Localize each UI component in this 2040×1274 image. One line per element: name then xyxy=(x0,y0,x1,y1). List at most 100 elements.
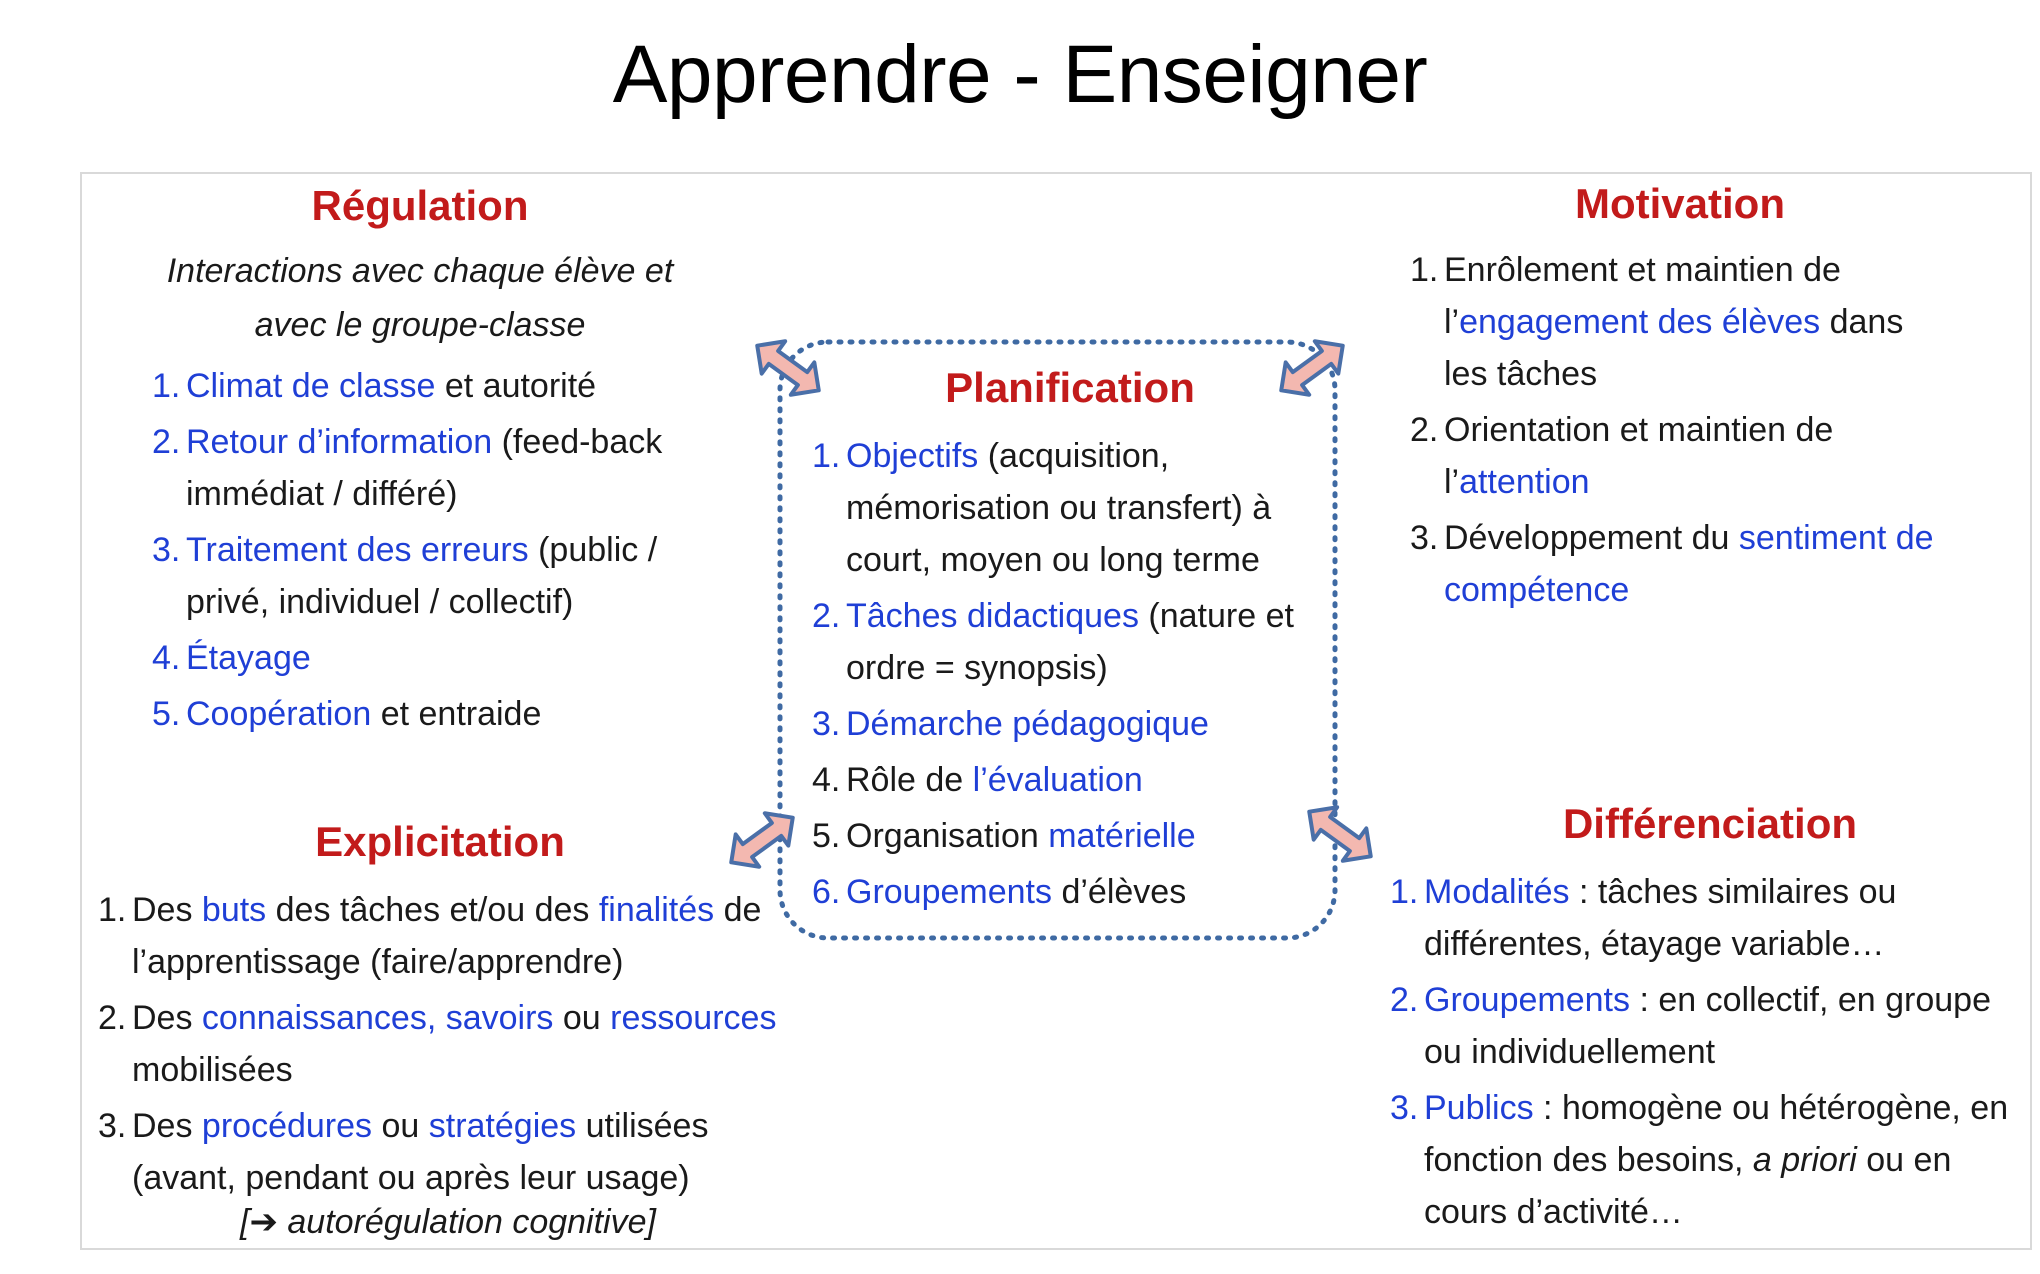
explicitation-item-text: de l’apprentissage (faire/apprendre) xyxy=(132,891,762,981)
planification-item-number: 1. xyxy=(812,437,841,475)
planification-item-text: Démarche pédagogique xyxy=(846,705,1209,743)
regulation-heading: Régulation xyxy=(311,182,529,229)
planification-item-text: d’élèves xyxy=(1052,873,1187,911)
double-arrow-top-right-icon xyxy=(1279,339,1345,397)
regulation-item-5: 5.Coopération et entraide xyxy=(152,688,672,740)
double-arrow-top-left-icon xyxy=(755,339,821,397)
explicitation-item-text: stratégies xyxy=(428,1107,577,1145)
planification-item-2: 2.Tâches didactiques (nature et ordre = … xyxy=(812,590,1322,694)
planification-item-text: Groupements xyxy=(846,873,1052,911)
explicitation-item-text: procédures xyxy=(201,1107,373,1145)
planification-item-text: matérielle xyxy=(1048,817,1196,855)
motivation-item-number: 1. xyxy=(1410,251,1439,289)
planification-item-number: 2. xyxy=(812,597,841,635)
motivation-item-number: 3. xyxy=(1410,519,1439,557)
planification-dotted-box xyxy=(777,339,1338,941)
regulation-item-text: (public / privé, individuel / collectif) xyxy=(186,531,658,621)
planification-item-number: 6. xyxy=(812,873,841,911)
differenciation-item-text: a priori xyxy=(1752,1141,1857,1179)
double-arrow-bottom-left-icon xyxy=(729,811,795,869)
differenciation-item-text: Modalités xyxy=(1424,873,1570,911)
regulation-item-text: Étayage xyxy=(186,639,311,677)
explicitation-list: 1.Des buts des tâches et/ou des finalité… xyxy=(98,884,778,1208)
double-arrow-bottom-right-icon xyxy=(1307,805,1373,863)
differenciation-item-text: ou en cours d’activité… xyxy=(1424,1141,1952,1231)
planification-item-number: 4. xyxy=(812,761,841,799)
differenciation-item-2: 2.Groupements : en collectif, en groupe … xyxy=(1390,974,2030,1078)
explicitation-item-text: ou xyxy=(372,1107,429,1145)
regulation-subtitle: Interactions avec chaque élève et avec l… xyxy=(110,244,730,352)
motivation-item-text: engagement des élèves xyxy=(1459,303,1821,341)
differenciation-item-text: Publics xyxy=(1424,1089,1534,1127)
regulation-item-number: 1. xyxy=(152,367,181,405)
explicitation-item-3: 3.Des procédures ou stratégies utilisées… xyxy=(98,1100,778,1204)
motivation-item-2: 2.Orientation et maintien de l’attention xyxy=(1410,404,1950,508)
planification-item-6: 6.Groupements d’élèves xyxy=(812,866,1322,918)
explicitation-item-text: ressources xyxy=(610,999,777,1037)
differenciation-item-number: 2. xyxy=(1390,981,1419,1019)
differenciation-item-1: 1.Modalités : tâches similaires ou diffé… xyxy=(1390,866,2030,970)
differenciation-item-text: Groupements xyxy=(1424,981,1630,1019)
differenciation-item-number: 3. xyxy=(1390,1089,1419,1127)
regulation-item-text: Traitement des erreurs xyxy=(186,531,529,569)
page-title: Apprendre - Enseigner xyxy=(612,29,1428,120)
explicitation-item-text: utilisées (avant, pendant ou après leur … xyxy=(132,1107,709,1197)
regulation-item-1: 1.Climat de classe et autorité xyxy=(152,360,672,412)
motivation-item-text: dans les tâches xyxy=(1444,303,1904,393)
explicitation-item-text: buts xyxy=(201,891,267,929)
explicitation-item-1: 1.Des buts des tâches et/ou des finalité… xyxy=(98,884,778,988)
planification-item-number: 3. xyxy=(812,705,841,743)
explicitation-item-text: Des xyxy=(132,891,202,929)
planification-item-4: 4.Rôle de l’évaluation xyxy=(812,754,1322,806)
explicitation-item-number: 2. xyxy=(98,999,127,1037)
planification-item-3: 3.Démarche pédagogique xyxy=(812,698,1322,750)
differenciation-list: 1.Modalités : tâches similaires ou diffé… xyxy=(1390,866,2030,1242)
motivation-list: 1.Enrôlement et maintien de l’engagement… xyxy=(1410,244,1950,620)
differenciation-item-number: 1. xyxy=(1390,873,1419,911)
regulation-item-text: Coopération xyxy=(186,695,372,733)
explicitation-item-text: ou xyxy=(553,999,611,1037)
motivation-item-number: 2. xyxy=(1410,411,1439,449)
explicitation-item-text: mobilisées xyxy=(132,1051,293,1089)
regulation-item-text: Retour d’information xyxy=(186,423,493,461)
motivation-item-3: 3.Développement du sentiment de compéten… xyxy=(1410,512,1950,616)
regulation-item-3: 3.Traitement des erreurs (public / privé… xyxy=(152,524,672,628)
planification-item-5: 5.Organisation matérielle xyxy=(812,810,1322,862)
differenciation-item-text: : homogène ou hétérogène, en fonction de… xyxy=(1424,1089,2009,1179)
regulation-item-number: 5. xyxy=(152,695,181,733)
regulation-item-number: 4. xyxy=(152,639,181,677)
diagram-frame xyxy=(80,172,2032,1250)
planification-item-text: l’évaluation xyxy=(972,761,1143,799)
explicitation-item-text: Des xyxy=(132,1107,202,1145)
regulation-subtitle-line2: avec le groupe-classe xyxy=(254,306,586,344)
explicitation-item-text: Des xyxy=(132,999,202,1037)
explicitation-footnote: [➔ autorégulation cognitive] xyxy=(240,1203,656,1241)
planification-item-number: 5. xyxy=(812,817,841,855)
planification-item-text: (nature et ordre = synopsis) xyxy=(846,597,1294,687)
differenciation-item-text: : tâches similaires ou différentes, étay… xyxy=(1424,873,1897,963)
planification-list: 1.Objectifs (acquisition, mémorisation o… xyxy=(812,430,1322,922)
regulation-item-4: 4.Étayage xyxy=(152,632,672,684)
regulation-item-text: Climat de classe xyxy=(186,367,436,405)
planification-item-1: 1.Objectifs (acquisition, mémorisation o… xyxy=(812,430,1322,586)
differenciation-item-3: 3.Publics : homogène ou hétérogène, en f… xyxy=(1390,1082,2030,1238)
motivation-item-text: sentiment de compétence xyxy=(1444,519,1934,609)
planification-item-text: Tâches didactiques xyxy=(846,597,1139,635)
motivation-item-text: Orientation et maintien de l’ xyxy=(1444,411,1834,501)
planification-item-text: Objectifs xyxy=(846,437,979,475)
explicitation-item-text: connaissances, savoirs xyxy=(201,999,554,1037)
regulation-item-text: et entraide xyxy=(371,695,542,733)
regulation-subtitle-line1: Interactions avec chaque élève et xyxy=(166,252,674,290)
explicitation-item-number: 1. xyxy=(98,891,127,929)
motivation-item-text: attention xyxy=(1459,463,1590,501)
explicitation-item-text: finalités xyxy=(598,891,715,929)
regulation-item-text: et autorité xyxy=(435,367,597,405)
motivation-item-text: Enrôlement et maintien de l’ xyxy=(1444,251,1841,341)
planification-item-text: Organisation xyxy=(846,817,1049,855)
planification-heading: Planification xyxy=(945,364,1195,411)
regulation-item-2: 2.Retour d’information (feed-back immédi… xyxy=(152,416,672,520)
regulation-item-text: (feed-back immédiat / différé) xyxy=(186,423,663,513)
regulation-item-number: 3. xyxy=(152,531,181,569)
